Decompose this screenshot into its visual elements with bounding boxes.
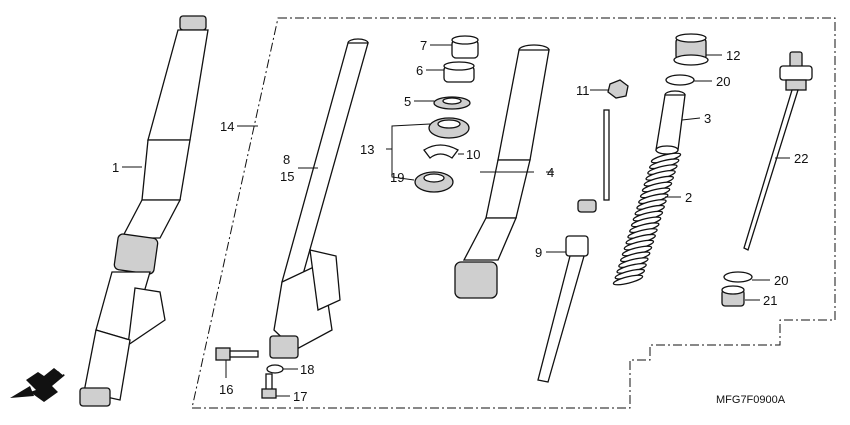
drawing-code: MFG7F0900A (716, 394, 786, 406)
part-10-stopper-ring (423, 144, 459, 159)
callout-22: 22 (794, 151, 808, 166)
callout-20-upper: 20 (716, 74, 730, 89)
callout-5: 5 (404, 94, 411, 109)
callout-14: 14 (220, 119, 234, 134)
callout-labels: 1 2 3 4 5 6 7 8 9 10 11 12 13 14 15 16 1… (112, 38, 808, 404)
direction-arrow-icon (10, 368, 64, 402)
part-3-spacer (655, 90, 686, 155)
part-19-dust-seal (414, 171, 454, 193)
spring-coil (612, 274, 644, 286)
callout-7: 7 (420, 38, 427, 53)
callout-19: 19 (390, 170, 404, 185)
part-1-fork-assembly (79, 15, 209, 407)
callout-9: 9 (535, 245, 542, 260)
part-9-damper-rod (537, 109, 610, 383)
part-5-seal-plate (433, 96, 471, 110)
part-21-collar (721, 285, 745, 307)
leader-lines (122, 44, 790, 397)
callout-11: 11 (576, 83, 590, 98)
part-20-o-ring-lower (723, 271, 753, 283)
callout-10: 10 (466, 147, 480, 162)
direction-label: FR. (46, 367, 67, 386)
part-8-inner-tube (269, 38, 369, 359)
part-2-fork-spring (612, 152, 682, 286)
callout-17: 17 (293, 389, 307, 404)
callout-13: 13 (360, 142, 374, 157)
callout-4: 4 (547, 165, 554, 180)
callout-15: 15 (280, 169, 294, 184)
part-18-washer (266, 364, 284, 374)
callout-18: 18 (300, 362, 314, 377)
callout-20-lower: 20 (774, 273, 788, 288)
part-20-o-ring-upper (665, 74, 695, 86)
callout-2: 2 (685, 190, 692, 205)
callout-3: 3 (704, 111, 711, 126)
part-11-nut (607, 79, 629, 99)
part-4-outer-tube (454, 44, 550, 299)
callout-21: 21 (763, 293, 777, 308)
part-13-oil-seal (428, 117, 470, 139)
subassembly-boundary (191, 17, 836, 409)
part-7-bushing (451, 35, 479, 59)
part-22-adjuster-rod (743, 51, 813, 251)
part-17-bolt (261, 373, 277, 399)
callout-6: 6 (416, 63, 423, 78)
part-12-fork-cap (673, 33, 709, 66)
callout-16: 16 (219, 382, 233, 397)
callout-8: 8 (283, 152, 290, 167)
part-16-bolt (215, 347, 259, 361)
callout-12: 12 (726, 48, 740, 63)
callout-1: 1 (112, 160, 119, 175)
part-6-bushing (443, 61, 475, 83)
